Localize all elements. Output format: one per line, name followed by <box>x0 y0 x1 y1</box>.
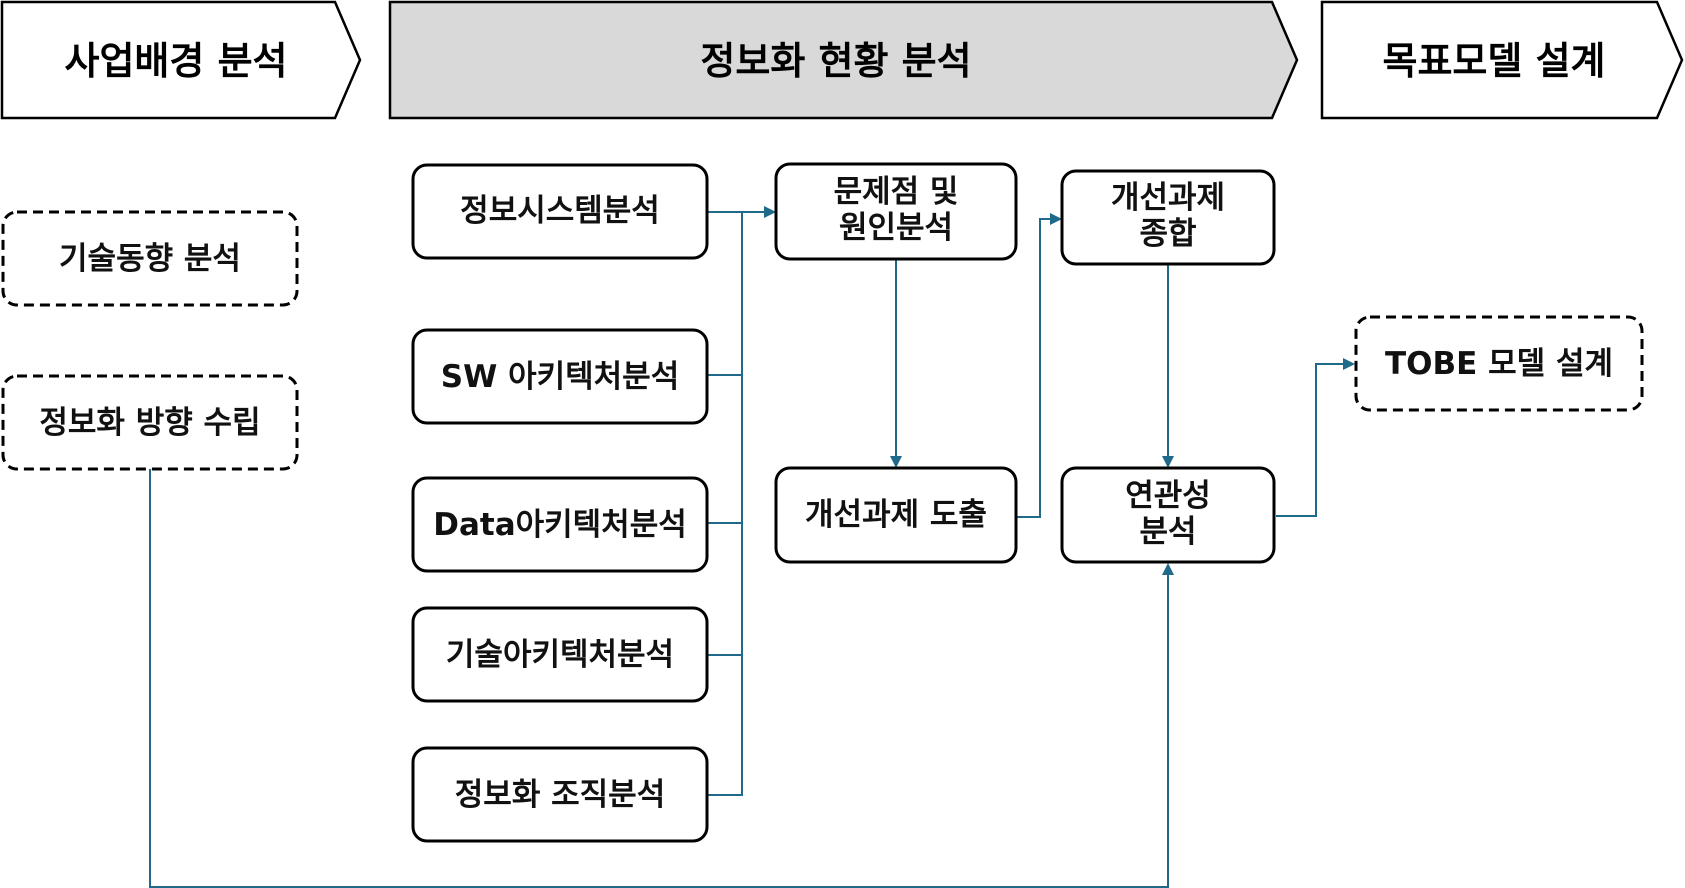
header-background-label: 사업배경 분석 <box>65 39 288 83</box>
box-problem-line2: 원인분석 <box>839 210 953 246</box>
box-tech-arch-label: 기술아키텍처분석 <box>446 637 674 673</box>
box-tobe-label: TOBE 모델 설계 <box>1385 346 1613 382</box>
box-direction: 정보화 방향 수립 <box>1 374 299 471</box>
connector-direction-to-relevance <box>149 469 1174 888</box>
header-target-model-label: 목표모델 설계 <box>1383 39 1606 83</box>
box-sw-arch-analysis: SW 아키텍처분석 <box>411 328 709 425</box>
header-current-status-label: 정보화 현황 분석 <box>700 39 971 83</box>
box-derive-tasks: 개선과제 도출 <box>774 466 1018 564</box>
connector-analysis-bus <box>707 211 743 796</box>
box-relevance-analysis: 연관성 분석 <box>1060 466 1276 564</box>
box-org-label: 정보화 조직분석 <box>455 777 665 813</box>
box-data-arch-label: Data아키텍처분석 <box>433 507 687 543</box>
box-info-system-label: 정보시스템분석 <box>460 193 660 229</box>
connector-relevance-to-tobe <box>1276 358 1355 517</box>
box-tech-trend: 기술동향 분석 <box>1 210 299 307</box>
box-derive-label: 개선과제 도출 <box>805 497 987 533</box>
box-tech-arch-analysis: 기술아키텍처분석 <box>411 606 709 703</box>
header-target-model-design: 목표모델 설계 <box>1320 0 1684 120</box>
box-synthesis-line2: 종합 <box>1139 216 1196 252</box>
header-background-analysis: 사업배경 분석 <box>0 0 362 120</box>
connectors <box>149 206 1355 888</box>
box-problem-line1: 문제점 및 <box>834 174 959 210</box>
box-org-analysis: 정보화 조직분석 <box>411 746 709 843</box>
box-relevance-line1: 연관성 <box>1125 478 1211 514</box>
header-current-status-analysis: 정보화 현황 분석 <box>388 0 1299 120</box>
box-tech-trend-label: 기술동향 분석 <box>59 241 241 277</box>
box-data-arch-analysis: Data아키텍처분석 <box>411 476 709 573</box>
box-tobe-model-design: TOBE 모델 설계 <box>1354 315 1644 412</box>
box-relevance-line2: 분석 <box>1139 514 1196 550</box>
box-sw-arch-label: SW 아키텍처분석 <box>441 359 679 395</box>
connector-derive-to-synthesis <box>1016 213 1062 518</box>
box-info-system-analysis: 정보시스템분석 <box>411 163 709 260</box>
box-direction-label: 정보화 방향 수립 <box>39 405 260 441</box>
box-synthesis-line1: 개선과제 <box>1111 180 1225 216</box>
box-task-synthesis: 개선과제 종합 <box>1060 169 1276 266</box>
box-problem-cause-analysis: 문제점 및 원인분석 <box>774 162 1018 261</box>
